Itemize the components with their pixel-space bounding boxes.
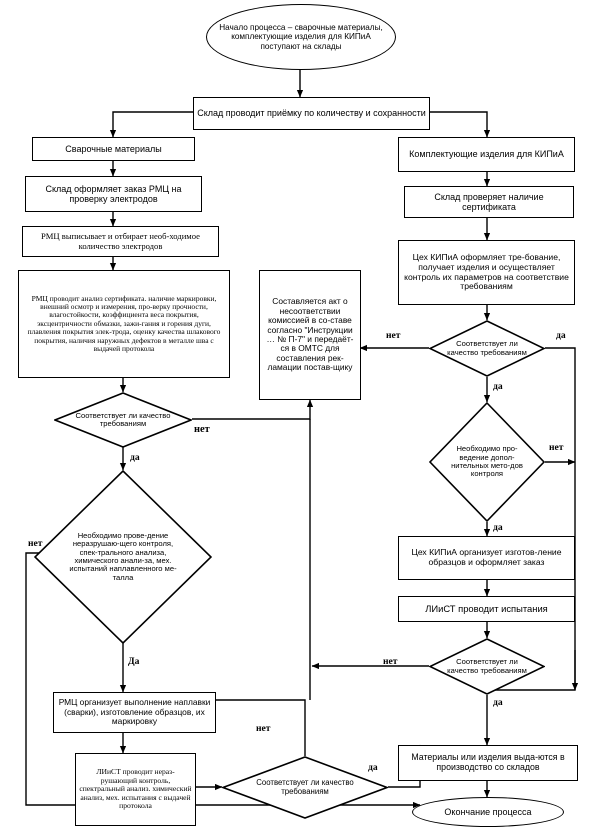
node-kipia-shop-request-label: Цех КИПиА оформляет тре-бование, получае… xyxy=(404,252,569,292)
node-end-label: Окончание процесса xyxy=(444,806,532,817)
node-nonconformity-act-label: Составляется акт о несоответствии комисс… xyxy=(266,296,354,373)
edge-label-extra-no: нет xyxy=(549,442,564,453)
node-decision-extra-methods-label: Необходимо про-ведение допол-нительных м… xyxy=(451,444,523,479)
edge-label-bottom-no: нет xyxy=(256,723,271,734)
node-materials-issued-label: Материалы или изделия выда-ются в произв… xyxy=(411,752,565,772)
node-start-label: Начало процесса – сварочные материалы, к… xyxy=(219,22,383,51)
node-decision-quality-right2-label: Соответствует ли качество требованиям xyxy=(447,657,527,675)
node-list-ndt-label: ЛИиСТ проводит нераз-рушающий контроль, … xyxy=(79,767,192,811)
node-warehouse-accept-label: Склад проводит приёмку по количеству и с… xyxy=(197,108,426,119)
edge-label-left1-no: нет xyxy=(194,424,210,435)
node-kipia-samples-label: Цех КИПиА организует изготов-ление образ… xyxy=(411,547,562,567)
edge-label-right1-yes-down: да xyxy=(493,381,503,392)
node-list-tests: ЛИиСТ проводит испытания xyxy=(398,596,575,622)
node-rmc-selects-label: РМЦ выписывает и отбирает необ-ходимое к… xyxy=(41,230,200,251)
node-decision-quality-bottom: Соответствует ли качество требованиям xyxy=(222,756,388,819)
node-kipia-products-label: Комплектующие изделия для КИПиА xyxy=(409,149,564,160)
node-decision-ndt-left-label: Необходимо прове-дение неразрушаю-щего к… xyxy=(69,530,177,582)
node-materials-issued: Материалы или изделия выда-ются в произв… xyxy=(398,745,578,781)
edge-label-ndt-yes: Да xyxy=(128,656,140,667)
node-welding-materials-label: Сварочные материалы xyxy=(65,143,162,154)
node-nonconformity-act: Составляется акт о несоответствии комисс… xyxy=(259,270,361,400)
diamond-shape xyxy=(429,320,545,377)
node-decision-quality-right-label: Соответствует ли качество требованиям xyxy=(447,339,527,357)
edge-label-extra-yes: да xyxy=(493,522,503,533)
node-list-tests-label: ЛИиСТ проводит испытания xyxy=(425,602,548,614)
node-kipia-samples: Цех КИПиА организует изготов-ление образ… xyxy=(398,536,575,580)
edge-label-left1-yes: да xyxy=(130,452,140,463)
node-decision-quality-left: Соответствует ли качество требованиям xyxy=(54,392,192,448)
node-end: Окончание процесса xyxy=(412,797,564,827)
edge-label-bottom-yes: да xyxy=(368,762,378,773)
node-warehouse-check-cert: Склад проверяет наличие сертификата xyxy=(404,186,574,218)
node-rmc-analysis: РМЦ проводит анализ сертификата. наличие… xyxy=(18,270,230,378)
node-warehouse-order-rmc: Склад оформляет заказ РМЦ на проверку эл… xyxy=(25,176,202,212)
edge-label-right1-no: нет xyxy=(386,330,401,341)
edge-label-right2-no: нет xyxy=(383,656,398,667)
node-decision-extra-methods: Необходимо про-ведение допол-нительных м… xyxy=(429,402,545,522)
node-list-ndt: ЛИиСТ проводит нераз-рушающий контроль, … xyxy=(75,753,196,826)
node-kipia-products: Комплектующие изделия для КИПиА xyxy=(398,137,575,172)
diamond-shape xyxy=(54,392,192,448)
node-decision-quality-right2: Соответствует ли качество требованиям xyxy=(429,638,545,695)
node-kipia-shop-request: Цех КИПиА оформляет тре-бование, получае… xyxy=(398,240,575,305)
node-decision-quality-left-label: Соответствует ли качество требованиям xyxy=(75,410,171,428)
node-decision-quality-bottom-label: Соответствует ли качество требованиям xyxy=(256,777,354,796)
edge-label-ndt-no: нет xyxy=(28,538,43,549)
edge-label-right2-yes: да xyxy=(493,697,503,708)
node-rmc-analysis-label: РМЦ проводит анализ сертификата. наличие… xyxy=(27,293,221,353)
diamond-shape xyxy=(429,638,545,695)
edge-label-right1-yes-side: да xyxy=(556,330,566,341)
node-decision-ndt-left: Необходимо прове-дение неразрушаю-щего к… xyxy=(34,470,212,644)
diamond-shape xyxy=(429,402,545,522)
diamond-shape xyxy=(222,756,388,819)
node-warehouse-check-cert-label: Склад проверяет наличие сертификата xyxy=(434,191,544,212)
node-rmc-welding-label: РМЦ организует выполнение наплавки (свар… xyxy=(58,697,211,727)
node-decision-quality-right: Соответствует ли качество требованиям xyxy=(429,320,545,377)
node-warehouse-order-rmc-label: Склад оформляет заказ РМЦ на проверку эл… xyxy=(45,183,182,204)
diamond-shape xyxy=(34,470,212,644)
node-warehouse-accept: Склад проводит приёмку по количеству и с… xyxy=(193,97,430,130)
node-welding-materials: Сварочные материалы xyxy=(32,137,195,161)
node-start: Начало процесса – сварочные материалы, к… xyxy=(206,4,396,70)
node-rmc-selects: РМЦ выписывает и отбирает необ-ходимое к… xyxy=(22,226,219,257)
node-rmc-welding: РМЦ организует выполнение наплавки (свар… xyxy=(53,692,216,733)
